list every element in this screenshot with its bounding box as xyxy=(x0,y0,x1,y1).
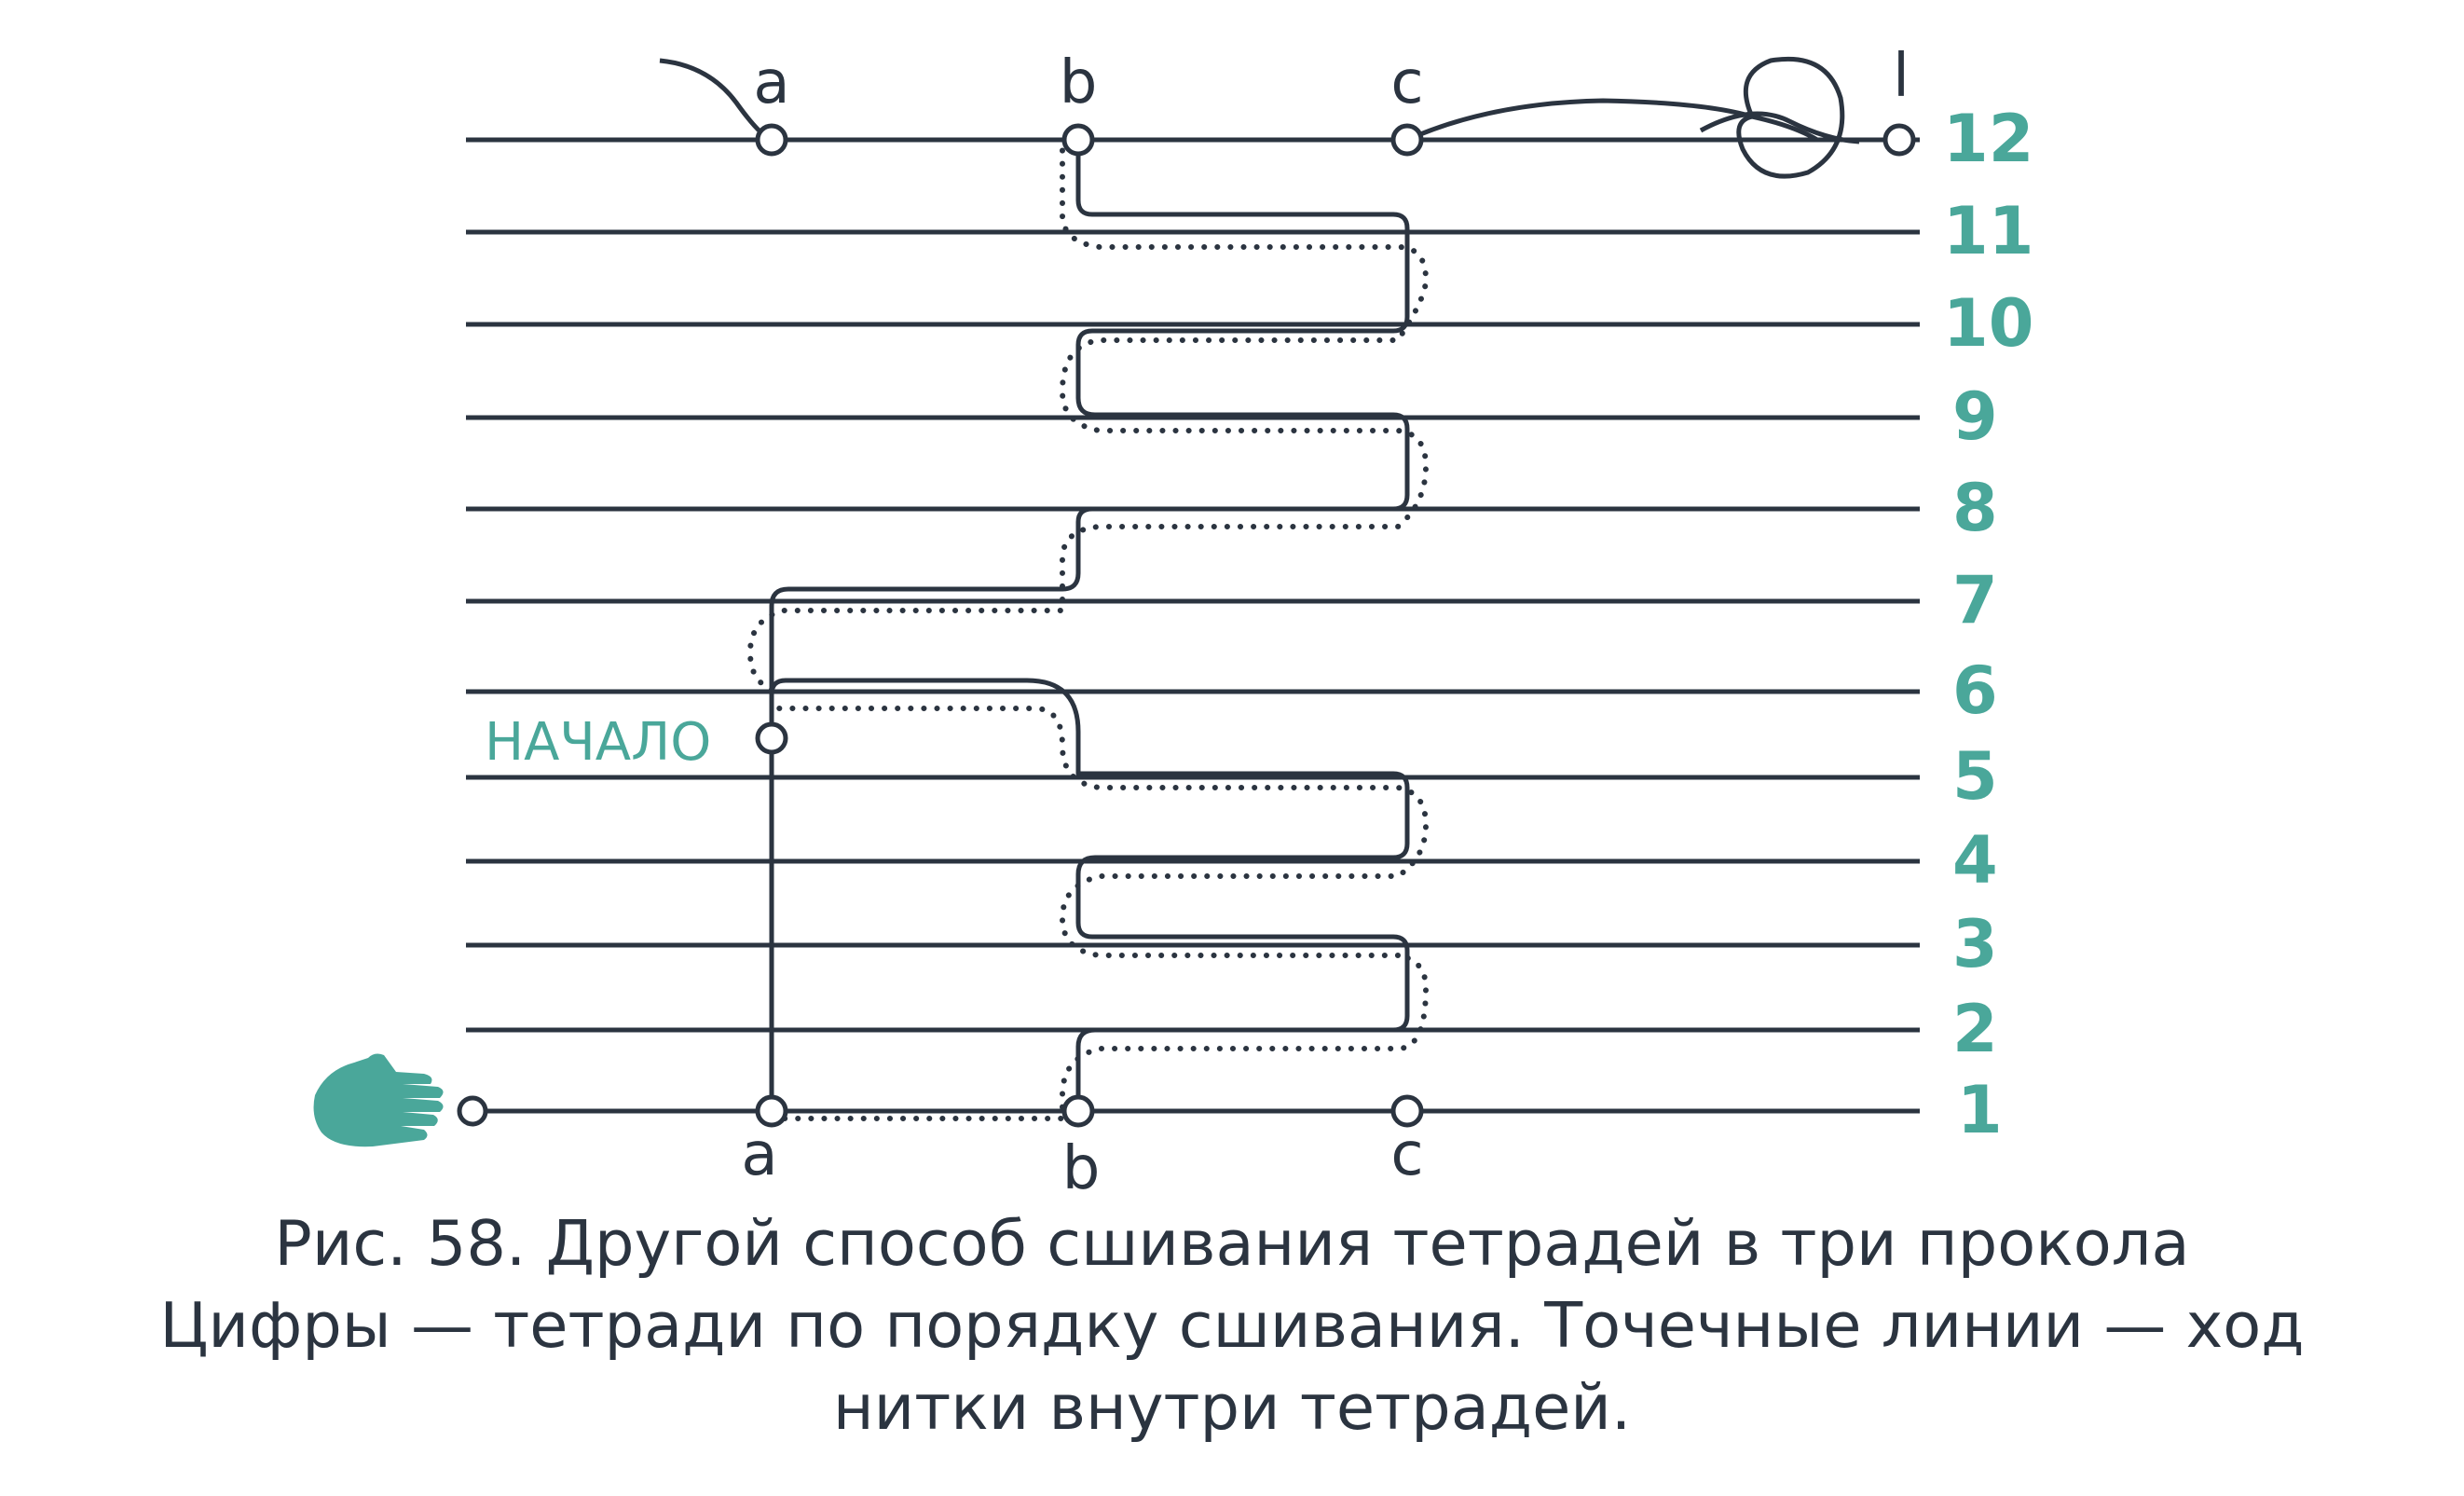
caption-line-1: Рис. 58. Другой способ сшивания тетрадей… xyxy=(274,1207,2190,1280)
top-label-b: b xyxy=(1060,48,1098,117)
thread-outer-path xyxy=(769,678,1410,1111)
hole-bottom-start xyxy=(457,1095,488,1127)
signature-numbers: 12 11 10 9 8 7 6 5 4 3 2 1 xyxy=(1943,101,2033,1148)
signature-number-3: 3 xyxy=(1952,906,1998,982)
top-label-c: c xyxy=(1390,48,1423,117)
caption-line-3: нитки внутри тетрадей. xyxy=(832,1371,1632,1444)
signature-lines xyxy=(466,137,1920,1114)
figure-caption: Рис. 58. Другой способ сшивания тетрадей… xyxy=(0,1202,2464,1448)
signature-number-12: 12 xyxy=(1943,101,2033,177)
start-label: НАЧАЛО xyxy=(485,712,711,773)
hole-top-l xyxy=(1882,123,1916,157)
hole-top-c xyxy=(1390,123,1424,157)
signature-number-2: 2 xyxy=(1952,991,1998,1067)
hand-icon xyxy=(313,1053,444,1147)
hole-bottom-c xyxy=(1390,1094,1424,1128)
knot-loop xyxy=(1736,56,1845,179)
signature-number-1: 1 xyxy=(1957,1072,2003,1148)
hole-top-a xyxy=(755,123,788,157)
signature-number-8: 8 xyxy=(1952,470,1998,546)
signature-number-6: 6 xyxy=(1952,652,1998,729)
bottom-label-c: c xyxy=(1390,1120,1423,1189)
thread-inside-dotted xyxy=(746,137,1430,1121)
top-label-a: a xyxy=(753,48,789,117)
hole-bottom-a xyxy=(755,1094,788,1128)
signature-number-10: 10 xyxy=(1943,285,2033,362)
hole-top-b xyxy=(1061,123,1095,157)
signature-number-11: 11 xyxy=(1943,193,2033,269)
signature-number-7: 7 xyxy=(1952,562,1998,638)
signature-number-4: 4 xyxy=(1952,822,1998,899)
bottom-label-a: a xyxy=(741,1120,777,1189)
hole-start xyxy=(755,721,788,755)
top-station-labels: a b c l xyxy=(753,42,1910,117)
thread-to-knot xyxy=(1405,98,1899,143)
thread-upper-path xyxy=(769,140,1410,694)
hole-bottom-b xyxy=(1061,1094,1095,1128)
holes xyxy=(457,123,1916,1128)
bottom-label-b: b xyxy=(1062,1134,1101,1203)
caption-line-2: Цифры — тетради по порядку сшивания. Точ… xyxy=(159,1289,2305,1362)
signature-number-9: 9 xyxy=(1952,378,1998,455)
signature-number-5: 5 xyxy=(1952,738,1998,815)
knot-crossing xyxy=(1699,111,1860,144)
bottom-station-labels: a b c xyxy=(741,1120,1423,1203)
top-label-l: l xyxy=(1893,42,1910,111)
